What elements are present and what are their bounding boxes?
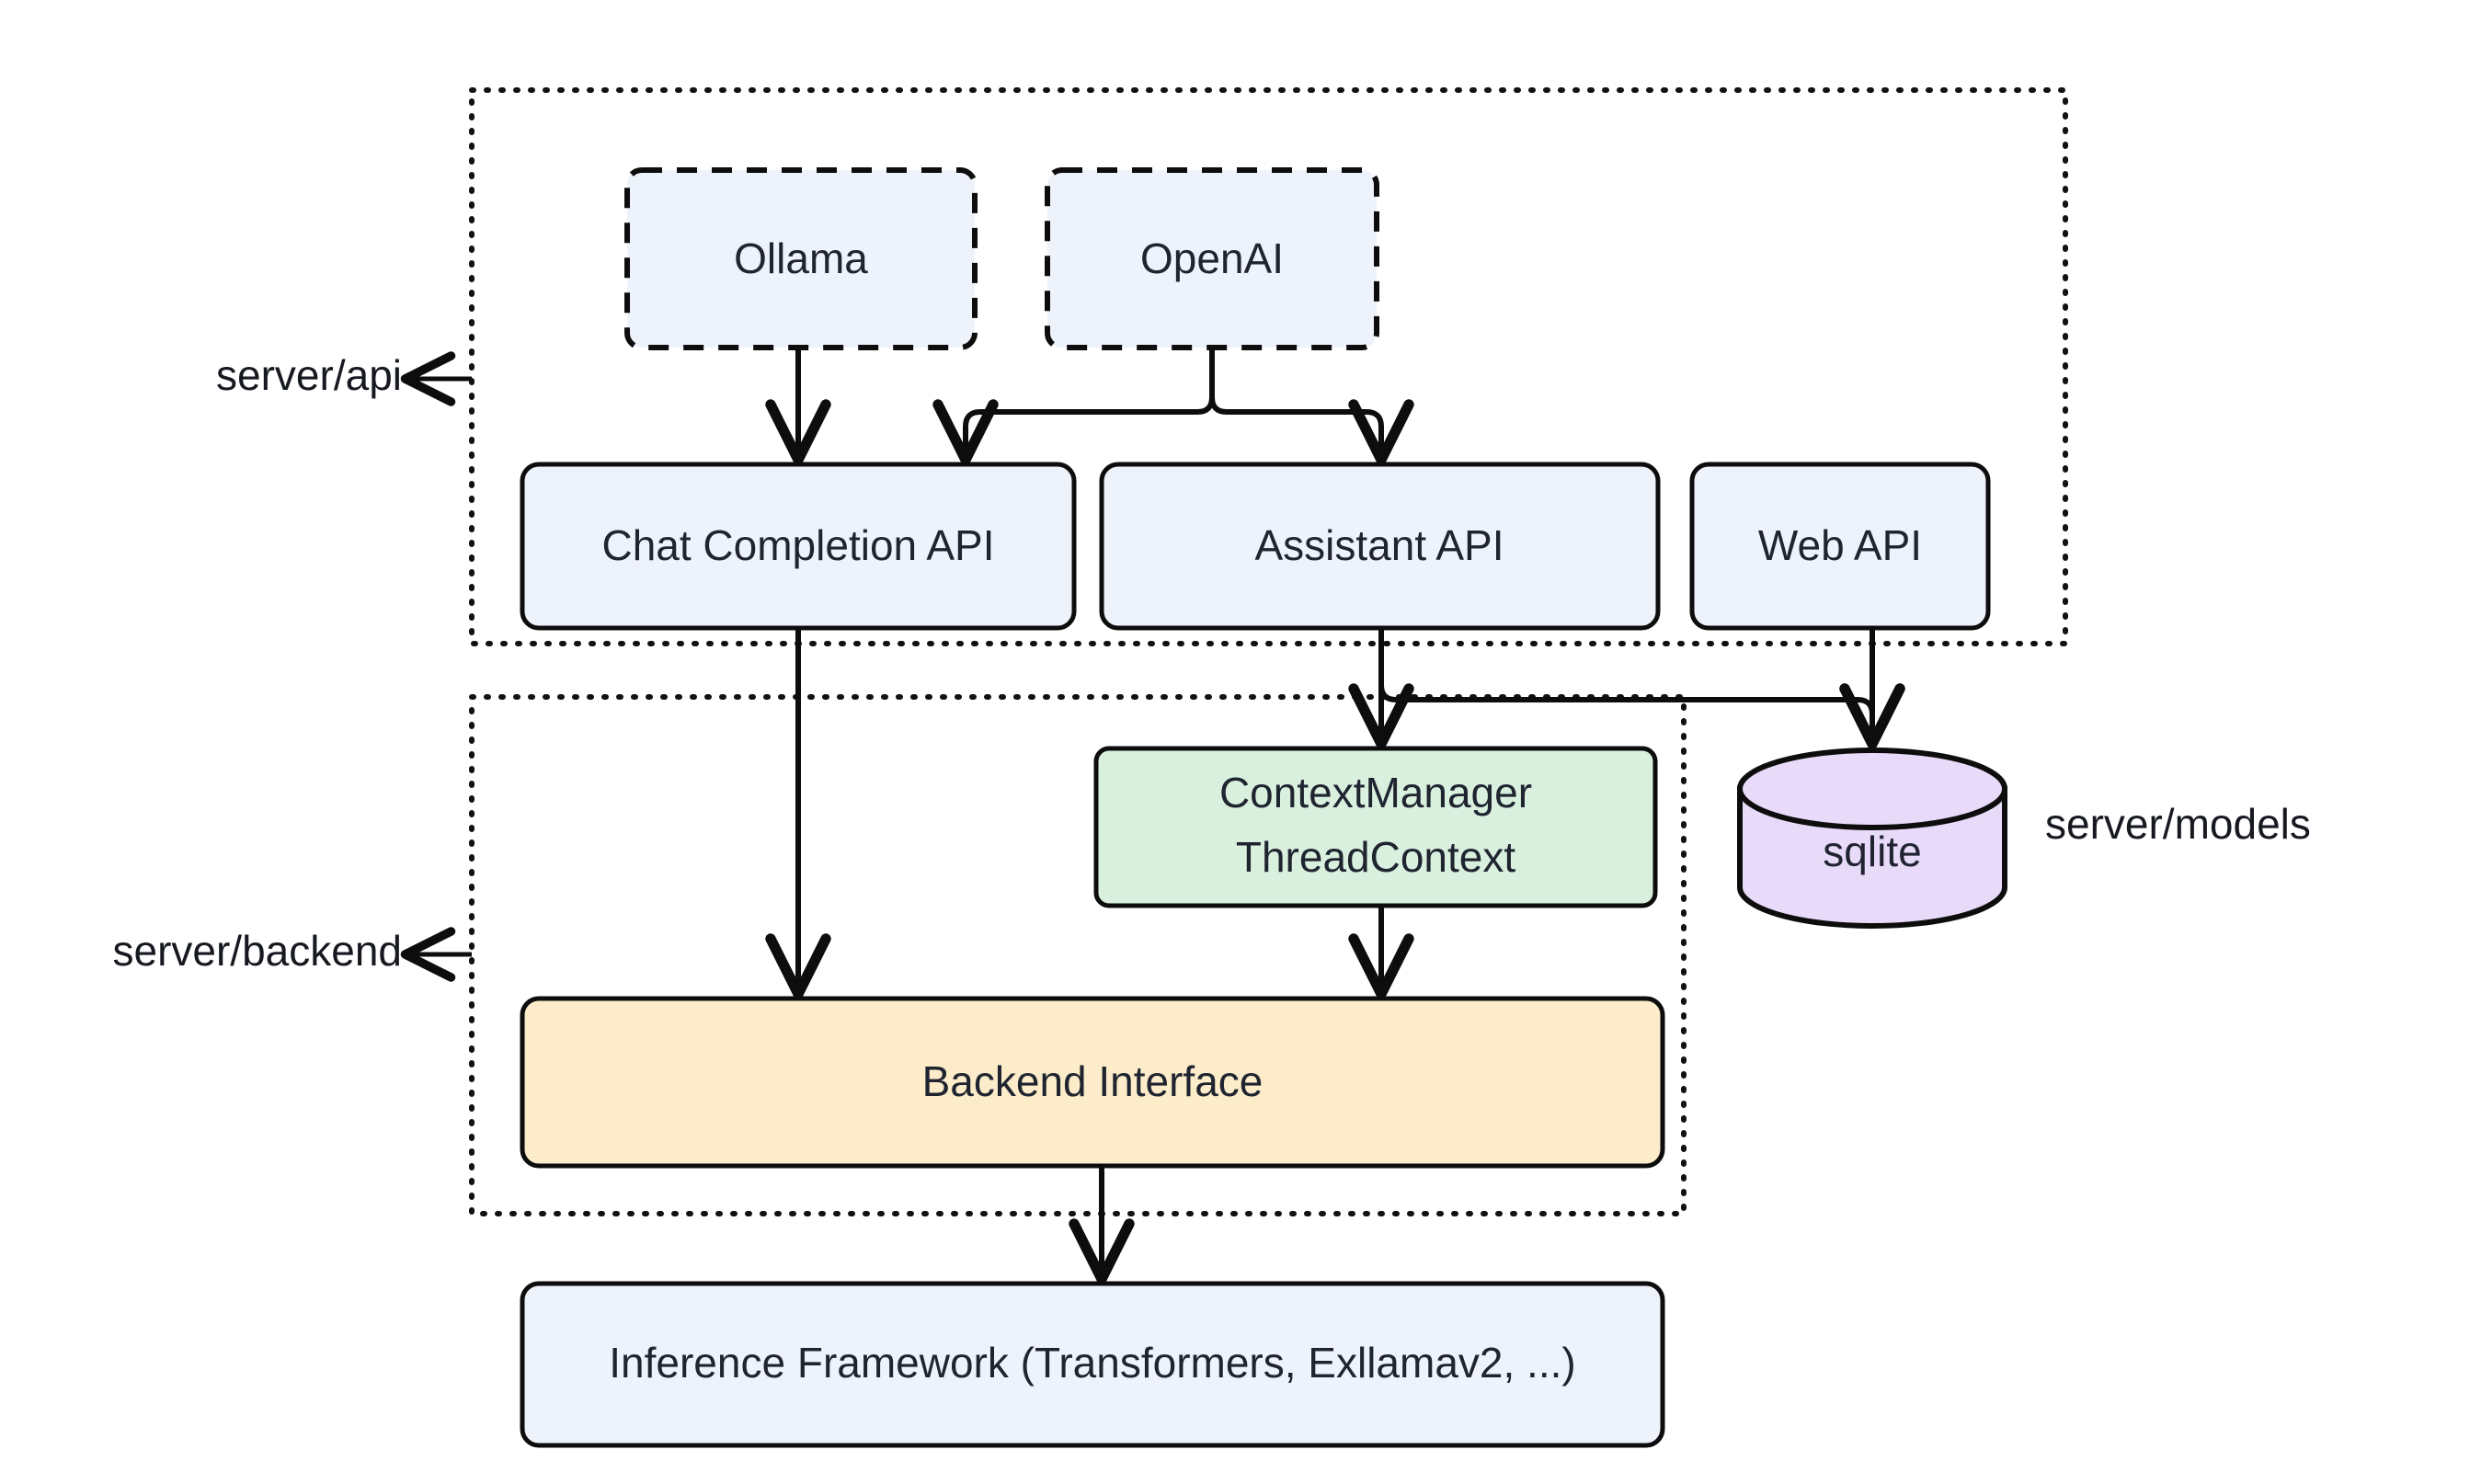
node-sqlite[interactable]: sqlite: [1737, 748, 2007, 929]
node-inference-framework-box[interactable]: [520, 1281, 1665, 1448]
node-ollama-label: Ollama: [734, 234, 868, 282]
group-server-backend-label: server/backend: [113, 927, 403, 975]
group-server-api-label: server/api: [216, 351, 402, 399]
node-backend-interface-label: Backend Interface: [922, 1057, 1264, 1105]
node-web-api-box[interactable]: [1689, 462, 1991, 631]
node-assistant-api[interactable]: Assistant API: [1099, 462, 1661, 631]
group-server-backend-border: [469, 694, 1687, 1216]
group-server-api: server/api: [216, 87, 2068, 646]
node-web-api-label: Web API: [1758, 521, 1922, 569]
node-assistant-api-box[interactable]: [1099, 462, 1661, 631]
node-openai[interactable]: OpenAI: [1045, 167, 1379, 350]
edge-layer: [765, 348, 1905, 1284]
node-context-manager-label-line2: ThreadContext: [1236, 833, 1515, 881]
node-chat-completion-api[interactable]: Chat Completion API: [520, 462, 1077, 631]
node-inference-framework-label: Inference Framework (Transformers, Exlla…: [609, 1339, 1575, 1387]
node-ollama-box[interactable]: [624, 167, 978, 350]
node-assistant-api-label: Assistant API: [1254, 521, 1504, 569]
node-openai-box[interactable]: [1045, 167, 1379, 350]
group-server-models: server/models: [2045, 800, 2311, 848]
group-server-models-label: server/models: [2045, 800, 2311, 848]
node-sqlite-cylinder-top[interactable]: [1737, 748, 2007, 830]
group-server-backend: server/backend: [113, 694, 1687, 1216]
node-ollama[interactable]: Ollama: [624, 167, 978, 350]
node-inference-framework[interactable]: Inference Framework (Transformers, Exlla…: [520, 1281, 1665, 1448]
node-web-api[interactable]: Web API: [1689, 462, 1991, 631]
node-openai-label: OpenAI: [1140, 234, 1284, 282]
node-backend-interface-box[interactable]: [520, 996, 1665, 1169]
node-chat-completion-api-label: Chat Completion API: [601, 521, 994, 569]
node-context-manager-box[interactable]: [1093, 746, 1658, 908]
edge-openai-to-chat-completion-api: [932, 348, 1215, 465]
node-sqlite-label: sqlite: [1823, 828, 1921, 875]
edge-openai-to-assistant-api: [1209, 396, 1414, 465]
node-chat-completion-api-box[interactable]: [520, 462, 1077, 631]
group-server-api-border: [469, 87, 2068, 646]
node-context-manager[interactable]: ContextManager ThreadContext: [1093, 746, 1658, 908]
edge-assistant-api-to-sqlite: [1378, 683, 1905, 749]
node-context-manager-label-line1: ContextManager: [1219, 769, 1532, 816]
node-backend-interface[interactable]: Backend Interface: [520, 996, 1665, 1169]
